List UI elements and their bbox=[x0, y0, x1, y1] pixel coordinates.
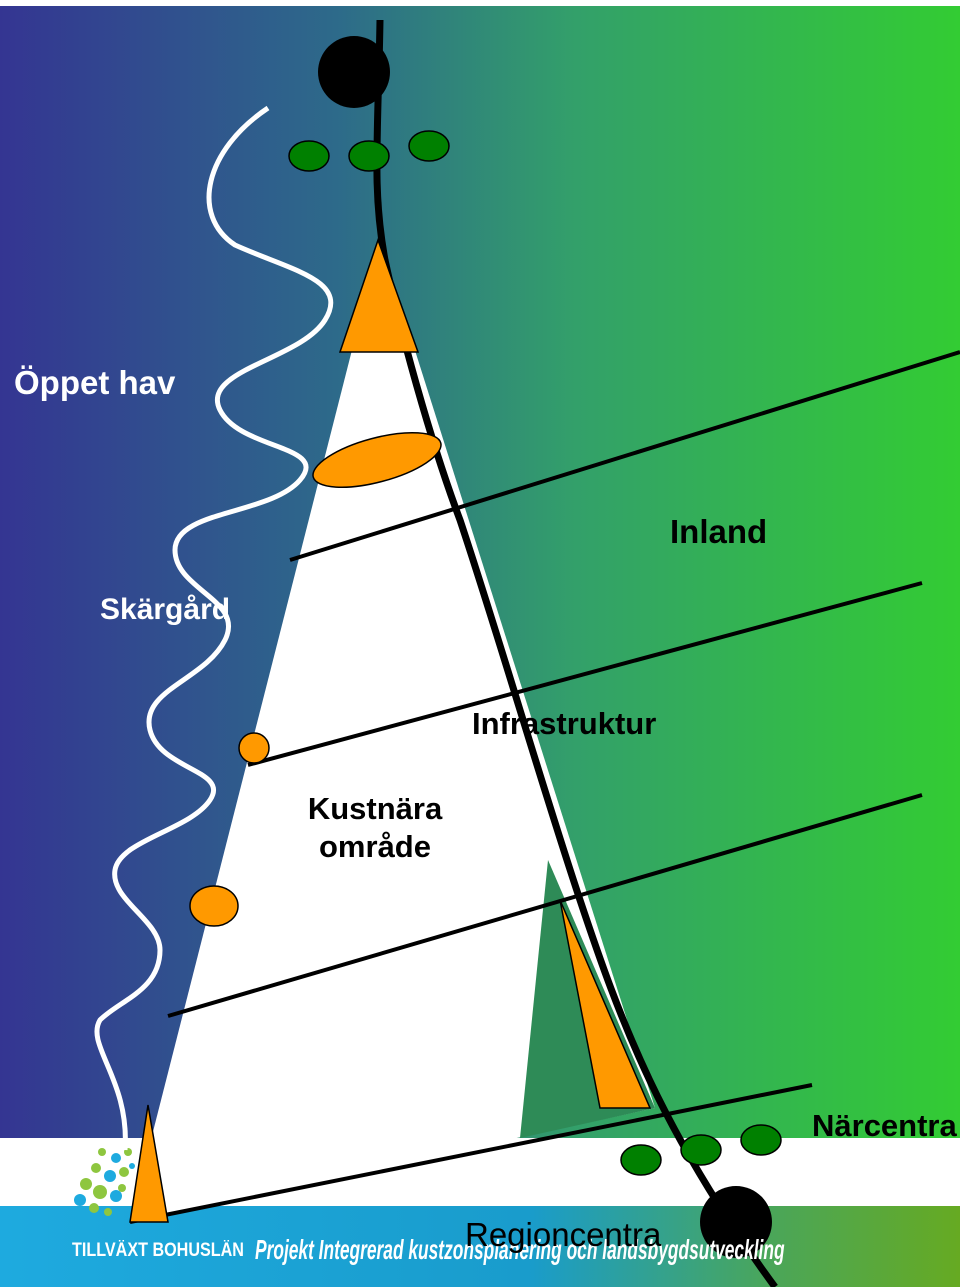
label-local-centre: Närcentra bbox=[812, 1108, 957, 1143]
zone-line-1 bbox=[289, 350, 960, 562]
black-node-bottom bbox=[700, 1186, 772, 1258]
green-node-top-3 bbox=[408, 130, 450, 162]
zone-line-2 bbox=[247, 581, 923, 767]
label-coastal-area-line1: Kustnära bbox=[307, 791, 443, 826]
logo-dots bbox=[74, 1148, 135, 1216]
orange-triangle-bottom-left bbox=[129, 1104, 169, 1223]
coastline-wave bbox=[94, 105, 334, 1151]
label-open-sea: Öppet hav bbox=[14, 364, 176, 401]
zone-line-3 bbox=[167, 793, 923, 1018]
green-node-top-2 bbox=[348, 140, 390, 172]
green-node-bottom-2 bbox=[680, 1134, 722, 1166]
infrastructure-road bbox=[373, 19, 778, 1287]
label-archipelago: Skärgård bbox=[100, 593, 231, 626]
orange-triangle-right bbox=[559, 899, 652, 1109]
orange-circle-large bbox=[189, 885, 239, 927]
green-node-bottom-3 bbox=[740, 1124, 782, 1156]
project-title: Projekt Integrerad kustzonsplanering och… bbox=[255, 1234, 785, 1265]
black-node-top bbox=[318, 36, 390, 108]
label-regional-centre: Regioncentra bbox=[465, 1216, 662, 1253]
green-node-bottom-1 bbox=[620, 1144, 662, 1176]
label-inland: Inland bbox=[670, 513, 768, 550]
coastal-triangle bbox=[130, 240, 655, 1222]
label-infrastructure: Infrastruktur bbox=[472, 706, 657, 741]
orange-ellipse bbox=[312, 431, 442, 489]
label-coastal-area-line2: område bbox=[319, 829, 431, 864]
logo-text: TILLVÄXT BOHUSLÄN bbox=[72, 1240, 244, 1261]
zone-line-4 bbox=[129, 1083, 813, 1224]
green-node-top-1 bbox=[288, 140, 330, 172]
orange-circle-small bbox=[238, 732, 270, 764]
orange-triangle-top bbox=[338, 237, 420, 353]
